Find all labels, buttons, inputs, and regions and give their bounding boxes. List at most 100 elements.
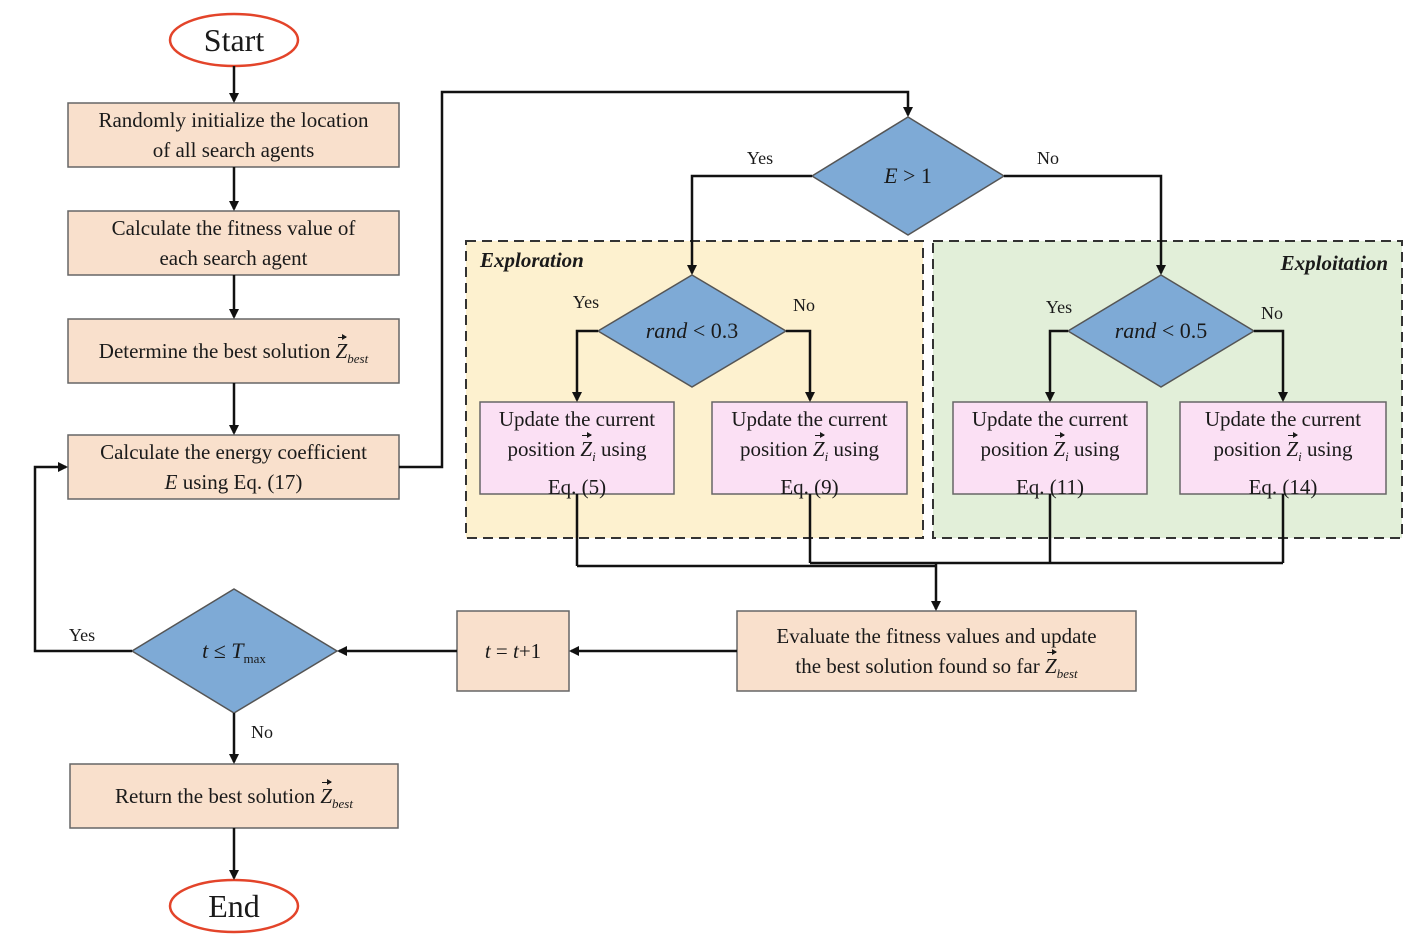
decision-rand1-label: rand < 0.3 xyxy=(610,316,774,346)
update-box-3: Update the current position Zi using Eq.… xyxy=(953,404,1147,502)
evaluate-sub: best xyxy=(1056,666,1078,681)
fitness-box: Calculate the fitness value of each sear… xyxy=(68,213,399,273)
energy-var: E xyxy=(164,470,178,494)
update-3-post: using xyxy=(1068,437,1120,461)
update-3-line2: position Zi using xyxy=(953,432,1147,472)
update-4-line2: position Zi using xyxy=(1180,432,1386,472)
init-line2: of all search agents xyxy=(152,138,315,162)
update-1-pre: position xyxy=(507,437,581,461)
update-1-eq: Eq. (5) xyxy=(547,475,607,499)
update-2-post: using xyxy=(828,437,879,461)
energy-line2: using Eq. (17) xyxy=(177,470,303,494)
decision-t-no: No xyxy=(251,722,273,742)
update-4-post: using xyxy=(1301,437,1353,461)
return-text: Return the best solution xyxy=(115,784,321,808)
return-var: Z xyxy=(320,779,332,811)
evaluate-var: Z xyxy=(1045,649,1057,681)
update-1-sub: i xyxy=(592,449,596,464)
update-4-sub: i xyxy=(1298,449,1302,464)
energy-box-shape xyxy=(67,434,400,500)
decision-rand2-shape xyxy=(1066,274,1256,388)
update-4-eq: Eq. (14) xyxy=(1248,475,1318,499)
update-1-line1: Update the current xyxy=(498,407,656,431)
decision-t-var: t xyxy=(202,638,209,663)
best-var: Z xyxy=(336,334,347,366)
update-box-3-shape xyxy=(952,401,1148,495)
fitness-box-shape xyxy=(67,210,400,276)
energy-box: Calculate the energy coefficient E using… xyxy=(68,437,399,497)
update-2-line2: position Zi using xyxy=(712,432,907,472)
increment-var2: t xyxy=(513,639,519,663)
update-1-line2: position Zi using xyxy=(480,432,674,472)
init-box-shape xyxy=(67,102,400,168)
update-box-2: Update the current position Zi using Eq.… xyxy=(712,404,907,502)
best-box-shape xyxy=(67,318,400,384)
increment-post: +1 xyxy=(518,639,542,663)
return-box-shape xyxy=(69,763,399,829)
decision-t-yes: Yes xyxy=(68,625,96,645)
decision-t-var2: T xyxy=(231,638,244,663)
decision-e-var: E xyxy=(884,163,898,188)
fitness-line1: Calculate the fitness value of xyxy=(111,216,356,240)
decision-rand2-no: No xyxy=(1261,303,1283,323)
decision-rand2-op: < 0.5 xyxy=(1156,318,1208,343)
exploration-label: Exploration xyxy=(480,248,584,272)
evaluate-line1: Evaluate the fitness values and update xyxy=(776,624,1097,648)
update-3-pre: position xyxy=(980,437,1054,461)
decision-rand1-no: No xyxy=(793,295,815,315)
energy-line2-wrap: E using Eq. (17) xyxy=(68,467,399,497)
update-3-var: Z xyxy=(1053,432,1065,464)
decision-e-yes: Yes xyxy=(746,148,774,168)
evaluate-line2: the best solution found so far xyxy=(795,654,1045,678)
decision-rand2-label: rand < 0.5 xyxy=(1079,316,1243,346)
update-1-post: using xyxy=(595,437,647,461)
decision-rand1-op: < 0.3 xyxy=(687,318,739,343)
update-4-line1: Update the current xyxy=(1204,407,1362,431)
update-3-line1: Update the current xyxy=(971,407,1129,431)
return-box: Return the best solution Zbest xyxy=(70,779,398,819)
update-4-var: Z xyxy=(1286,432,1298,464)
decision-rand1-yes: Yes xyxy=(572,292,600,312)
decision-rand1-var: rand xyxy=(645,318,688,343)
update-3-eq: Eq. (11) xyxy=(1015,475,1085,499)
best-sub: best xyxy=(347,351,369,366)
decision-rand1-shape xyxy=(596,274,788,388)
decision-e-no: No xyxy=(1037,148,1059,168)
connectors xyxy=(33,66,1288,880)
increment-mid: = xyxy=(490,639,513,663)
best-box: Determine the best solution Zbest xyxy=(68,334,399,374)
update-box-4: Update the current position Zi using Eq.… xyxy=(1180,404,1386,502)
update-box-1-shape xyxy=(479,401,675,495)
fitness-line2: each search agent xyxy=(159,246,308,270)
end-terminal-shape xyxy=(168,878,300,934)
update-box-2-shape xyxy=(711,401,908,495)
update-2-var: Z xyxy=(813,432,825,464)
decision-rand2-yes: Yes xyxy=(1045,297,1073,317)
decision-t-label: t ≤ Tmax xyxy=(150,636,318,674)
energy-line1: Calculate the energy coefficient xyxy=(100,440,367,464)
update-2-pre: position xyxy=(739,437,813,461)
decision-e-label: E > 1 xyxy=(830,161,986,191)
evaluate-box-shape xyxy=(736,610,1137,692)
end-label: End xyxy=(208,888,260,924)
decision-rand2-var: rand xyxy=(1114,318,1157,343)
decision-t-sub: max xyxy=(243,651,266,666)
init-line1: Randomly initialize the location xyxy=(98,108,369,132)
update-2-line1: Update the current xyxy=(731,407,888,431)
update-3-sub: i xyxy=(1065,449,1069,464)
return-sub: best xyxy=(332,796,353,811)
update-1-var: Z xyxy=(580,432,592,464)
best-text: Determine the best solution xyxy=(98,339,336,363)
init-box: Randomly initialize the location of all … xyxy=(68,105,399,165)
decision-t-op: ≤ xyxy=(208,638,232,663)
update-4-pre: position xyxy=(1213,437,1287,461)
evaluate-line2-wrap: the best solution found so far Zbest xyxy=(737,649,1136,689)
decision-e-op: > 1 xyxy=(897,163,932,188)
exploitation-label: Exploitation xyxy=(1280,251,1388,275)
start-label: Start xyxy=(203,22,265,58)
increment-box: t = t+1 xyxy=(457,636,569,666)
update-2-eq: Eq. (9) xyxy=(780,475,839,499)
update-box-1: Update the current position Zi using Eq.… xyxy=(480,404,674,502)
update-2-sub: i xyxy=(824,449,829,464)
